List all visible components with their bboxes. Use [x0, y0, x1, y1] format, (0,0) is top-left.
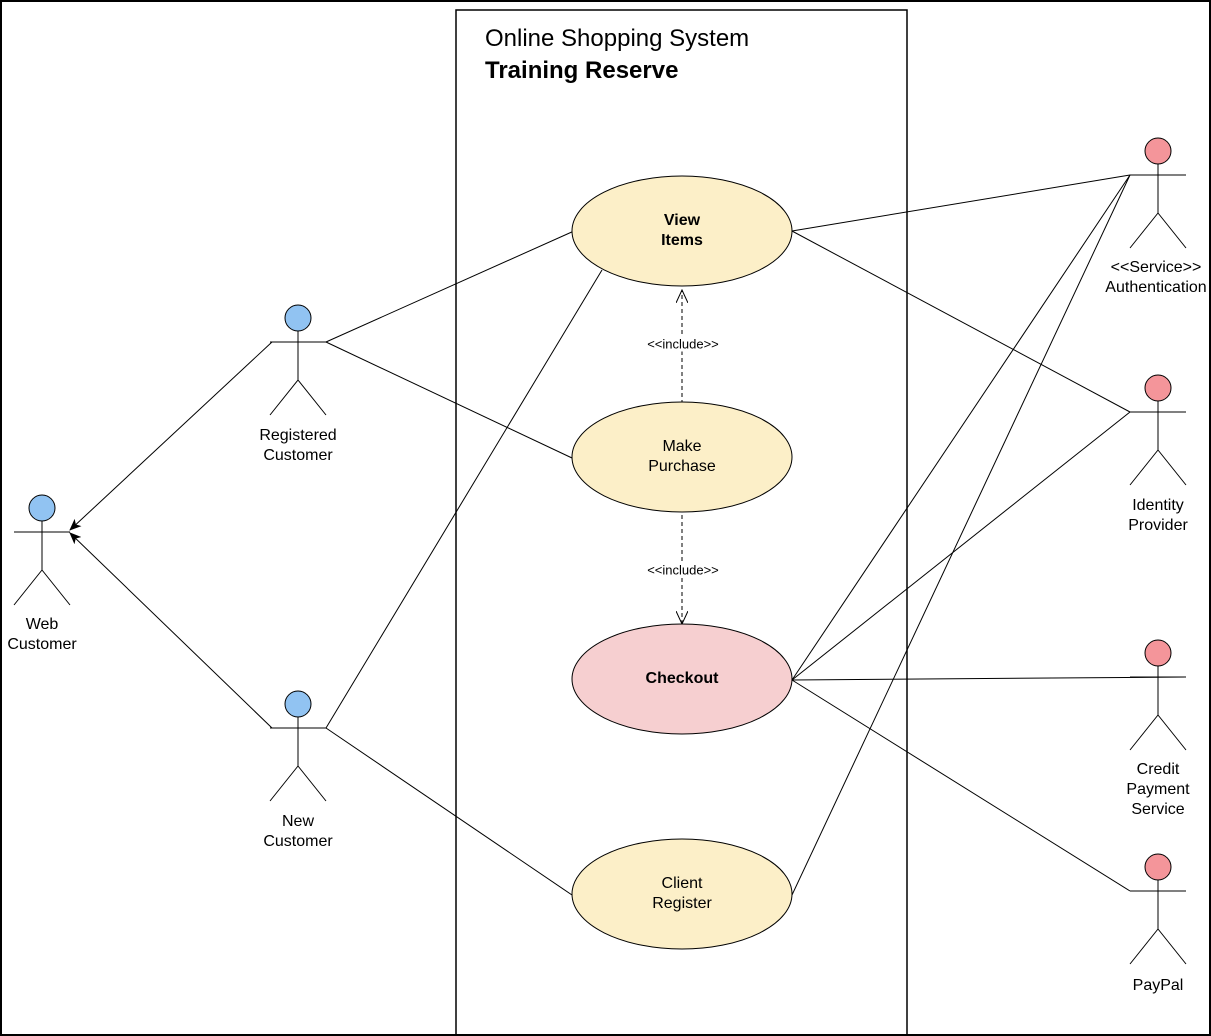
assoc-new-view-items — [325, 269, 603, 729]
diagram-subtitle: Training Reserve — [485, 57, 679, 84]
include-label-checkout: <<include>> — [645, 562, 721, 578]
assoc-view-items-authentication — [791, 174, 1131, 232]
actor-head-icon — [28, 494, 56, 522]
assoc-checkout-credit-payment — [791, 676, 1187, 681]
actor-head-icon — [284, 304, 312, 332]
actor-head-icon — [1144, 374, 1172, 402]
actor-identity-provider[interactable] — [1129, 374, 1187, 486]
actor-head-icon — [1144, 853, 1172, 881]
assoc-checkout-identity-provider — [791, 411, 1131, 681]
actor-head-icon — [1144, 639, 1172, 667]
actor-label-credit-payment-service: Credit Payment Service — [1126, 761, 1190, 818]
actor-authentication[interactable] — [1129, 137, 1187, 249]
actor-label-identity-provider: Identity Provider — [1128, 497, 1188, 534]
actor-web-customer[interactable] — [13, 494, 71, 606]
actor-label-registered-customer: Registered Customer — [259, 427, 337, 464]
use-case-client-register[interactable] — [571, 838, 793, 950]
use-case-view-items[interactable] — [571, 175, 793, 287]
system-boundary — [455, 9, 908, 1036]
actor-label-paypal: PayPal — [1132, 977, 1184, 994]
use-case-label-make-purchase: Make Purchase — [648, 438, 716, 475]
use-case-label-checkout: Checkout — [645, 670, 719, 687]
include-label-view-items: <<include>> — [645, 336, 721, 352]
actor-new-customer[interactable] — [269, 690, 327, 802]
use-case-label-client-register: Client Register — [652, 875, 712, 912]
use-case-make-purchase[interactable] — [571, 401, 793, 513]
actor-paypal[interactable] — [1129, 853, 1187, 965]
actor-label-new-customer: New Customer — [263, 813, 333, 850]
assoc-view-items-identity-provider — [791, 230, 1131, 413]
generalization-new-to-web — [69, 532, 273, 729]
actor-registered-customer[interactable] — [269, 304, 327, 416]
actor-label-web-customer: Web Customer — [7, 616, 77, 653]
generalization-registered-to-web — [69, 341, 273, 531]
actor-head-icon — [1144, 137, 1172, 165]
assoc-new-client-register — [325, 727, 573, 896]
use-case-checkout[interactable] — [571, 623, 793, 735]
actor-head-icon — [284, 690, 312, 718]
assoc-checkout-authentication — [791, 174, 1131, 681]
assoc-registered-make-purchase — [325, 341, 573, 459]
association-lines — [325, 174, 1187, 896]
diagram-title: Online Shopping System — [485, 25, 750, 52]
actor-label-authentication: <<Service>> Authentication — [1105, 259, 1207, 296]
use-case-label-view-items: View Items — [661, 212, 703, 249]
actor-credit-payment-service[interactable] — [1129, 639, 1187, 751]
assoc-checkout-paypal — [791, 679, 1131, 892]
assoc-registered-view-items — [325, 230, 575, 343]
assoc-client-register-authentication — [791, 174, 1131, 896]
